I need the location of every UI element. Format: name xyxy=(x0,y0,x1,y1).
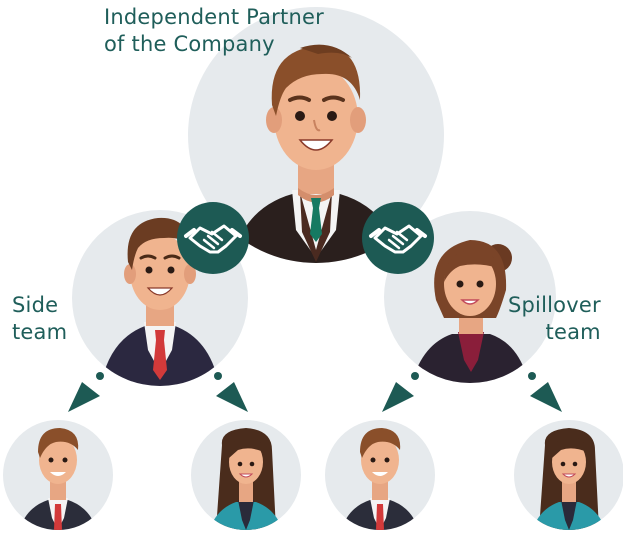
arrow-side-to-right xyxy=(214,372,248,412)
top-partner-label: Independent Partner of the Company xyxy=(104,5,324,56)
arrow-spill-to-right xyxy=(528,372,562,412)
arrow-side-to-left xyxy=(68,372,104,412)
handshake-icon xyxy=(362,202,434,274)
side-team-label: Side team xyxy=(12,293,68,344)
arrow-spill-to-left xyxy=(382,372,419,412)
spillover-team-avatar xyxy=(410,240,530,383)
spillover-team-label: Spillover team xyxy=(508,293,601,344)
top-partner-avatar xyxy=(230,44,402,263)
side-team-avatar xyxy=(100,217,220,386)
handshake-icon xyxy=(177,202,249,274)
